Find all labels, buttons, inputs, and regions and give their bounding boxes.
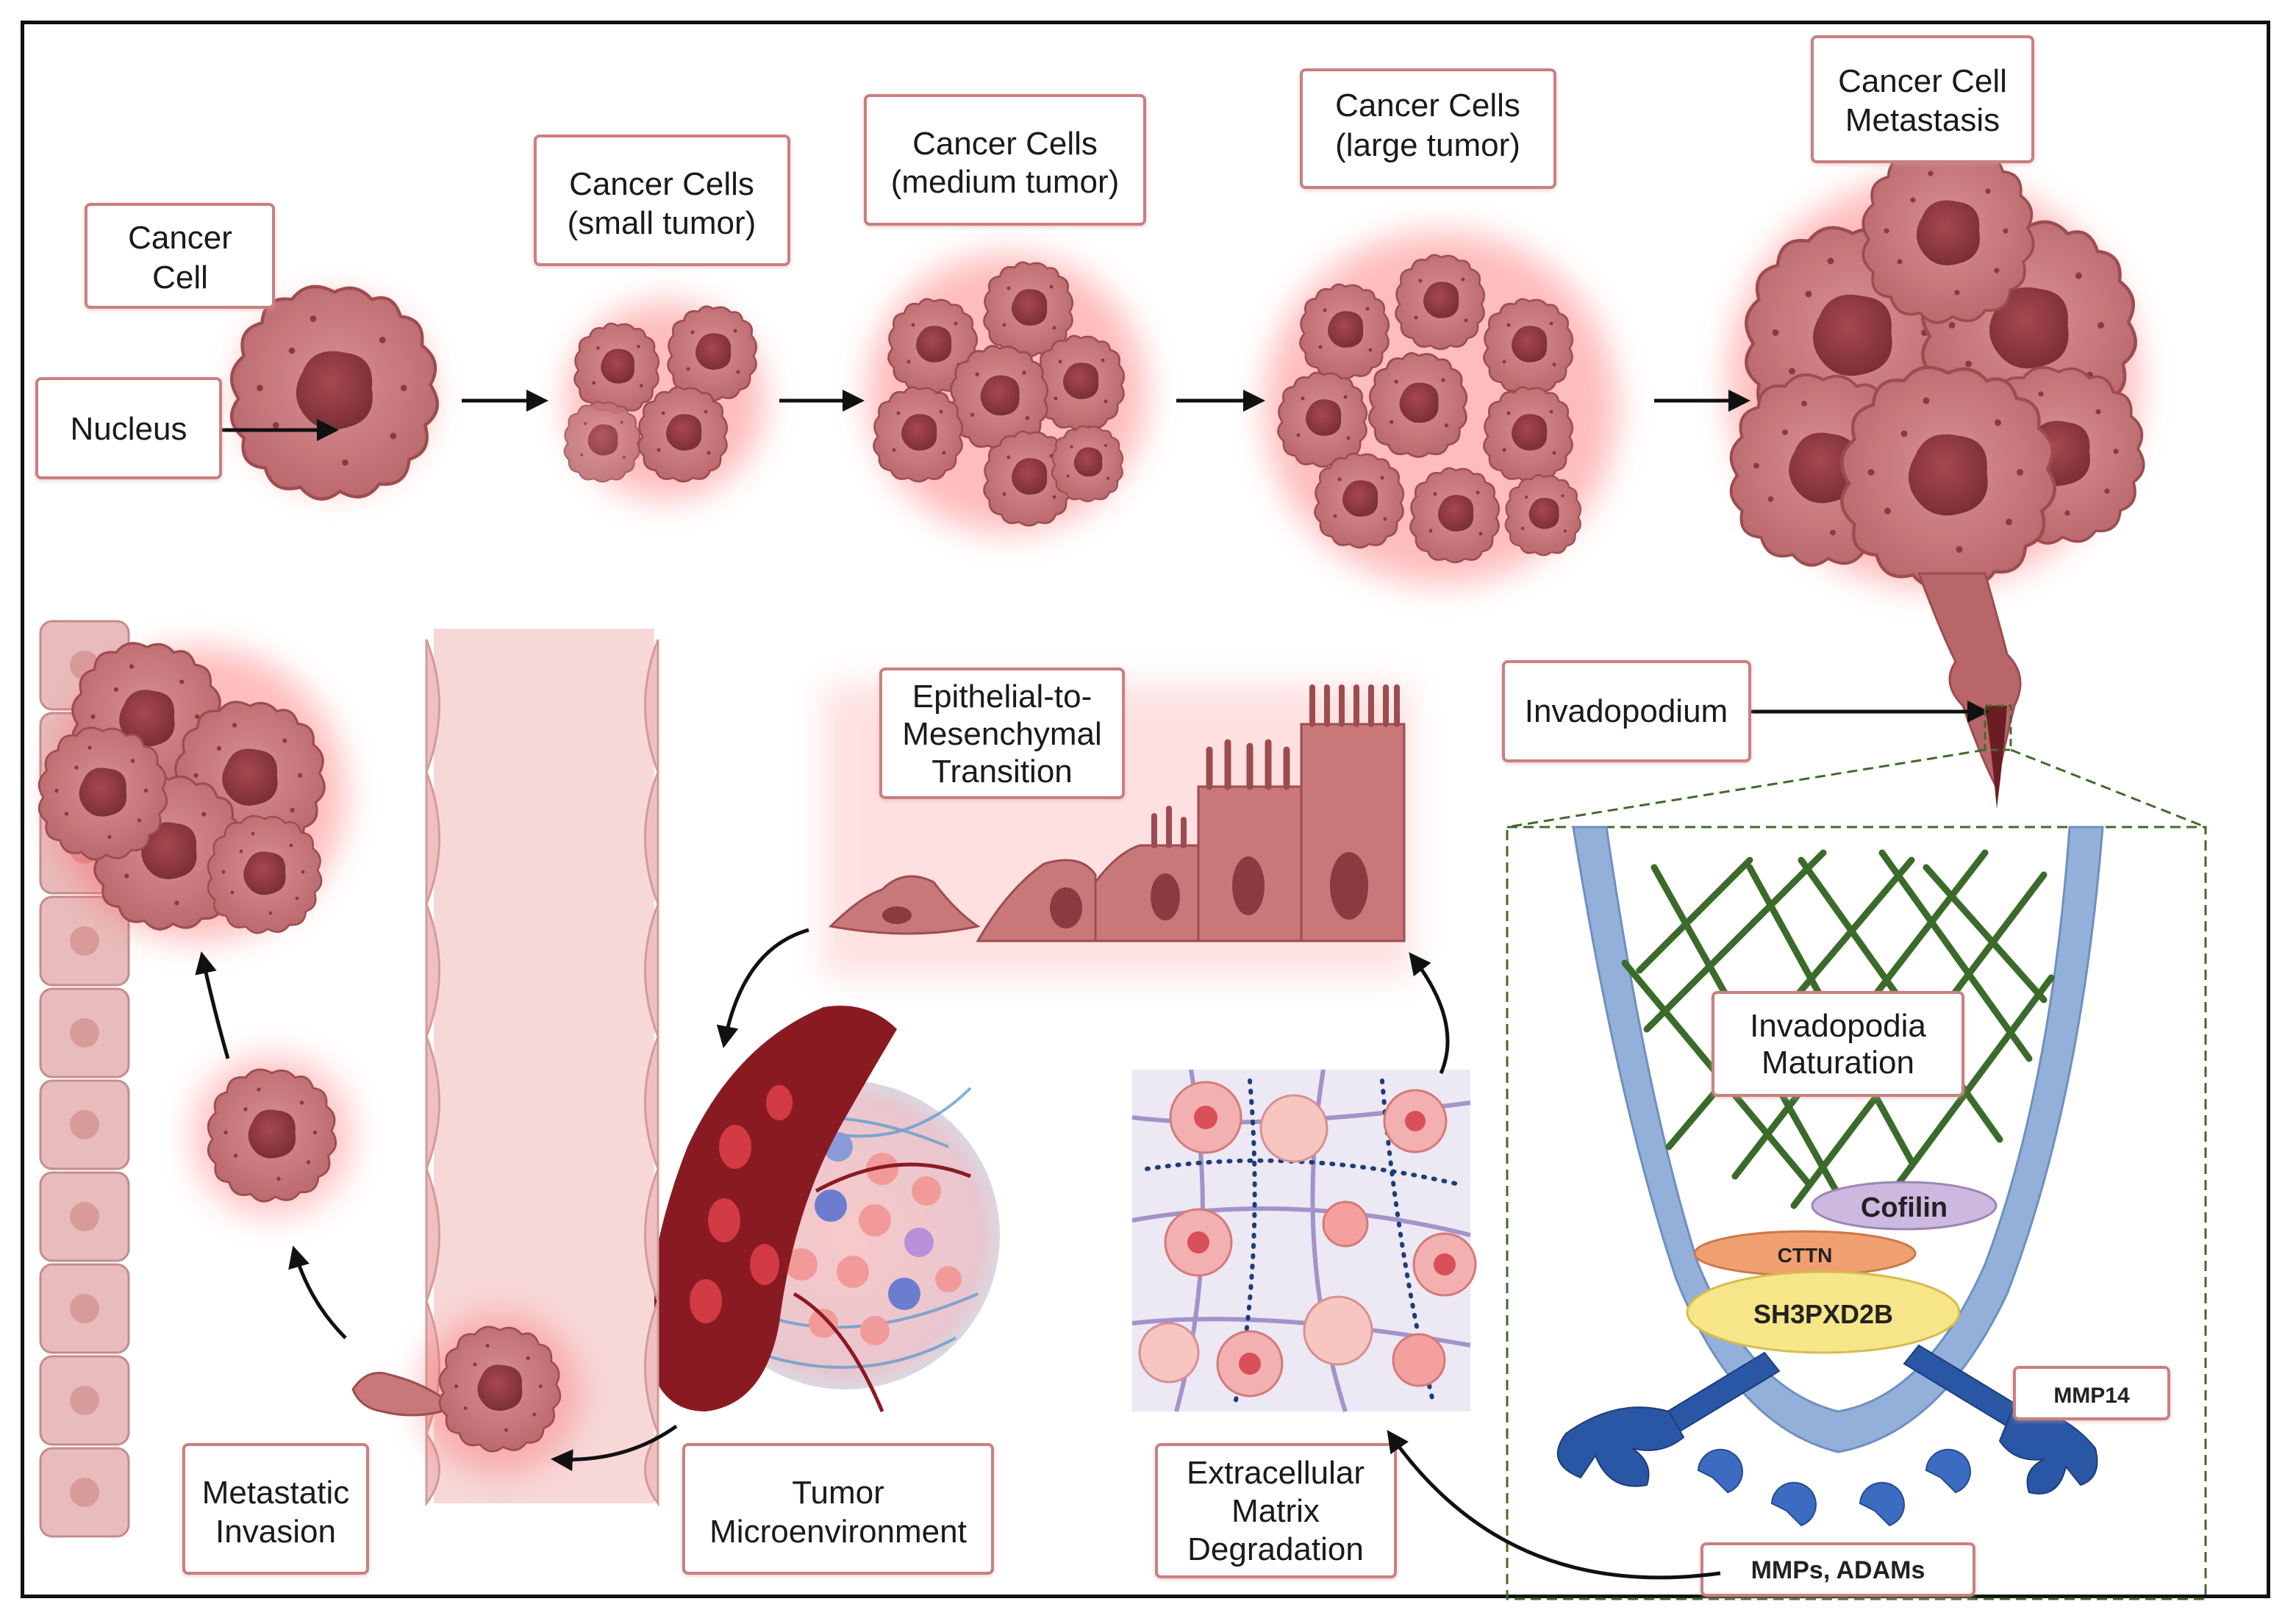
label-cancer-cell: Cancer Cell — [85, 203, 275, 309]
circulating-cell-graphic — [191, 1055, 353, 1217]
label-medium-tumor: Cancer Cells (medium tumor) — [864, 94, 1146, 226]
svg-text:Invasion: Invasion — [215, 1514, 336, 1550]
svg-text:Mesenchymal: Mesenchymal — [902, 716, 1101, 752]
medium-tumor-graphic — [868, 254, 1147, 533]
svg-text:Degradation: Degradation — [1187, 1531, 1364, 1567]
mmps-adams-molecules — [1697, 1448, 1971, 1527]
svg-text:(medium tumor): (medium tumor) — [891, 164, 1120, 200]
label-mmp14: MMP14 — [2013, 1366, 2170, 1420]
arrow-circulating-to-cluster — [195, 951, 230, 1059]
label-invadopodium: Invadopodium — [1502, 660, 1751, 762]
svg-text:Cancer Cells: Cancer Cells — [569, 166, 754, 202]
svg-text:Maturation: Maturation — [1762, 1045, 1914, 1081]
sh3pxd2b-protein: SH3PXD2B — [1686, 1270, 1961, 1354]
cancer-cell-graphic — [232, 287, 437, 499]
label-metastasis: Cancer Cell Metastasis — [1811, 35, 2034, 163]
arrow-ecm-to-emt — [1409, 952, 1450, 1074]
svg-text:Metastasis: Metastasis — [1845, 102, 2000, 138]
cttn-protein: CTTN — [1693, 1230, 1917, 1277]
svg-text:Extracellular: Extracellular — [1187, 1455, 1365, 1491]
svg-text:Matrix: Matrix — [1231, 1493, 1320, 1529]
svg-text:(large tumor): (large tumor) — [1335, 127, 1520, 163]
arrow-mmps-to-ecm — [1387, 1430, 1721, 1580]
mmp14-left — [1556, 1351, 1781, 1487]
label-large-tumor: Cancer Cells (large tumor) — [1300, 68, 1556, 189]
label-nucleus: Nucleus — [35, 377, 222, 479]
svg-text:(small tumor): (small tumor) — [568, 205, 757, 241]
svg-text:MMP14: MMP14 — [2053, 1384, 2130, 1408]
svg-text:Cancer Cells: Cancer Cells — [1335, 87, 1520, 124]
svg-text:Cancer Cells: Cancer Cells — [912, 126, 1098, 162]
svg-text:Cancer: Cancer — [128, 220, 232, 256]
svg-text:Cofilin: Cofilin — [1861, 1192, 1948, 1223]
svg-text:SH3PXD2B: SH3PXD2B — [1753, 1299, 1893, 1329]
mmp14-right — [1903, 1344, 2098, 1495]
tumor-microenvironment-graphic — [647, 1006, 1000, 1412]
svg-text:Transition: Transition — [931, 754, 1073, 790]
svg-text:Nucleus: Nucleus — [71, 411, 187, 447]
arrow-tme-to-invasion — [551, 1424, 678, 1472]
cofilin-protein: Cofilin — [1811, 1181, 1998, 1231]
ecm-graphic — [1131, 1069, 1477, 1412]
metastasis-graphic — [1728, 146, 2145, 809]
label-emt: Epithelial-to- Mesenchymal Transition — [879, 668, 1125, 799]
svg-text:Cancer Cell: Cancer Cell — [1838, 63, 2007, 99]
label-ecm-degradation: Extracellular Matrix Degradation — [1155, 1443, 1397, 1578]
label-invadopodia-maturation: Invadopodia Maturation — [1712, 991, 1964, 1097]
svg-text:Epithelial-to-: Epithelial-to- — [912, 679, 1092, 715]
metastatic-cluster-graphic — [37, 642, 346, 941]
svg-text:CTTN: CTTN — [1778, 1244, 1833, 1267]
label-metastatic-invasion: Metastatic Invasion — [182, 1443, 369, 1575]
label-tumor-microenvironment: Tumor Microenvironment — [682, 1443, 994, 1575]
arrow-emt-to-tme — [716, 928, 809, 1048]
svg-text:Invadopodia: Invadopodia — [1750, 1008, 1926, 1044]
svg-text:Tumor: Tumor — [792, 1475, 884, 1511]
svg-text:Cell: Cell — [152, 260, 208, 296]
small-tumor-graphic — [563, 301, 765, 500]
large-tumor-graphic — [1265, 232, 1617, 584]
invading-cell-graphic — [351, 1312, 581, 1474]
arrow-invasion-to-circulating — [288, 1245, 347, 1339]
invadopodia-detail: Invadopodia Maturation Cofilin CTTN SH3P… — [1506, 704, 2207, 1600]
svg-text:Invadopodium: Invadopodium — [1525, 693, 1728, 729]
svg-text:MMPs, ADAMs: MMPs, ADAMs — [1751, 1556, 1925, 1584]
label-small-tumor: Cancer Cells (small tumor) — [534, 135, 790, 266]
label-mmps-adams: MMPs, ADAMs — [1700, 1542, 1975, 1597]
svg-text:Metastatic: Metastatic — [202, 1475, 350, 1511]
svg-text:Microenvironment: Microenvironment — [709, 1514, 967, 1550]
